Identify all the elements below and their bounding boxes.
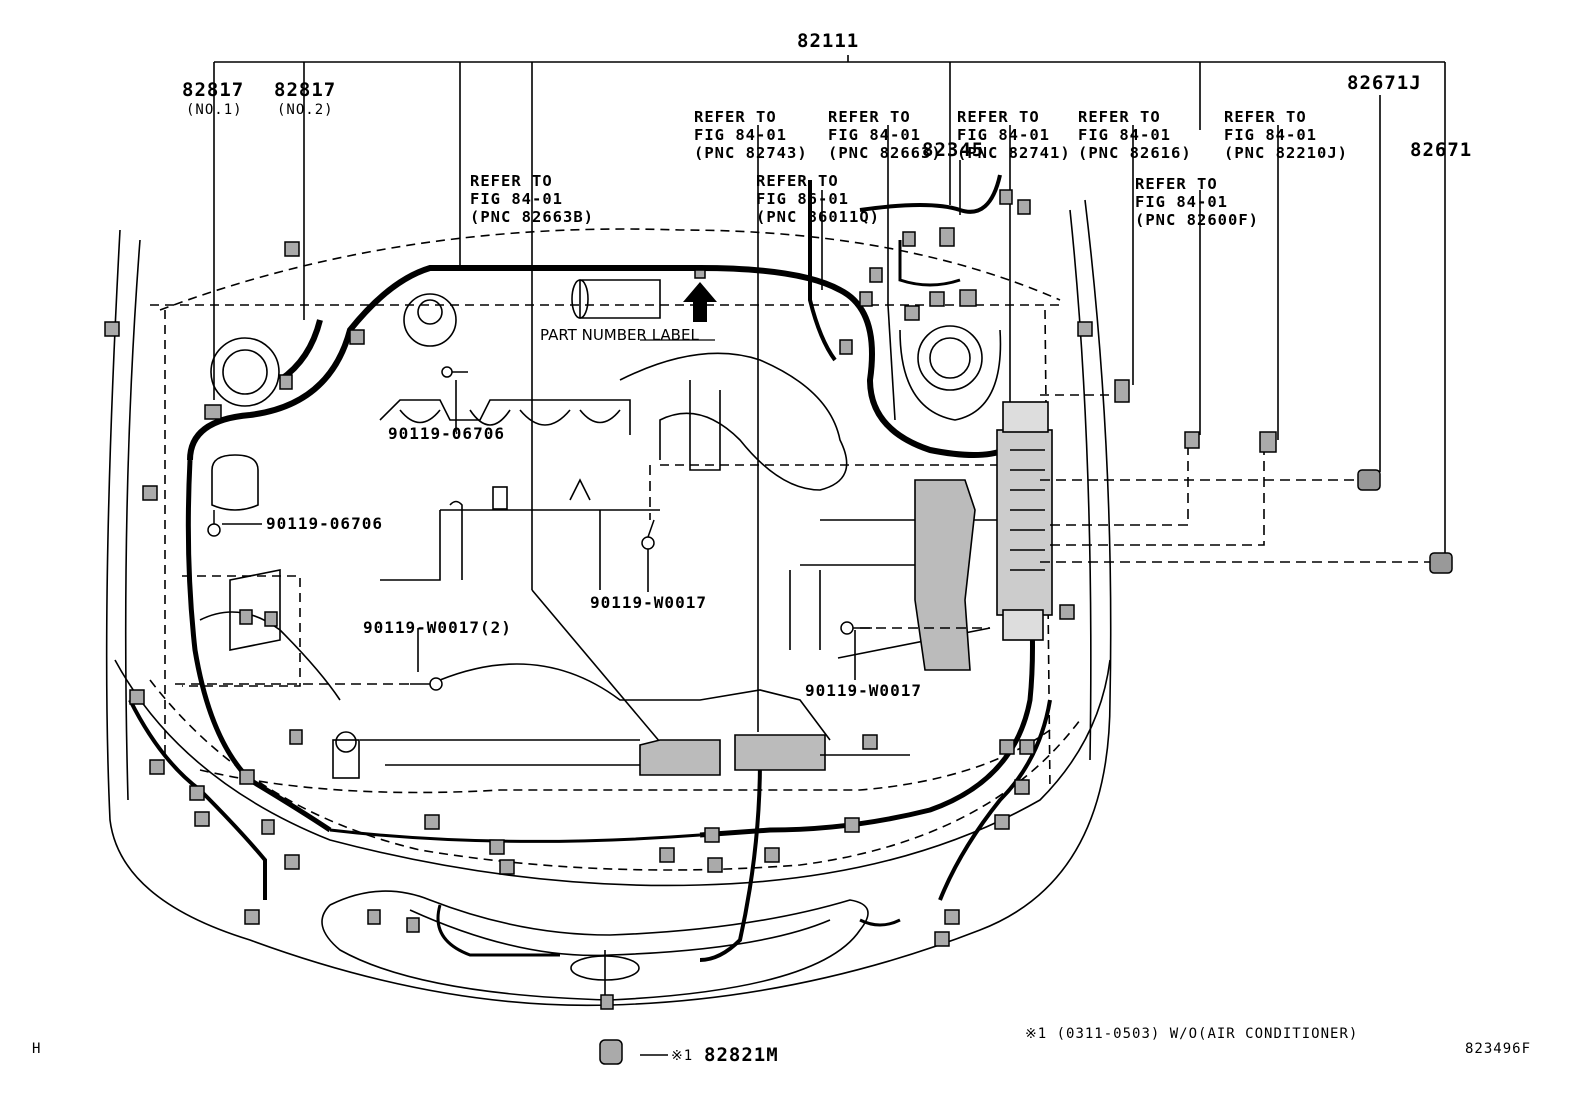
part-82817-no2-sub: (NO.2) [277, 102, 334, 118]
part-82111-label: 82111 [797, 30, 860, 52]
clip-82671 [1429, 552, 1453, 574]
corner-left-mark: H [32, 1041, 42, 1057]
figure-code: 823496F [1465, 1041, 1532, 1057]
footnote-text: ※1 (0311-0503) W/O(AIR CONDITIONER) [1025, 1026, 1359, 1042]
bolt-label-5: 90119-W0017 [805, 681, 922, 700]
bolt-label-1: 90119-06706 [388, 424, 505, 443]
bolt-label-4: 90119-W0017(2) [363, 618, 512, 637]
part-82345-label: 82345 [922, 139, 985, 161]
clip-82671J [1357, 469, 1381, 491]
part-82817-no1-sub: (NO.1) [186, 102, 243, 118]
part-82817-no2-label: 82817 [274, 79, 337, 101]
fuse-block [996, 429, 1053, 616]
battery-cover [914, 479, 976, 671]
footnote-mark: ※1 [671, 1048, 694, 1064]
part-82821M-label: 82821M [704, 1044, 779, 1066]
part-82671J-label: 82671J [1347, 72, 1422, 94]
part-82671-label: 82671 [1410, 139, 1473, 161]
bolt-label-3: 90119-W0017 [590, 593, 707, 612]
part-82817-no1-label: 82817 [182, 79, 245, 101]
harness-main-trunk [187, 265, 1007, 461]
part-number-label-arrow [683, 282, 717, 322]
bolt-label-2: 90119-06706 [266, 514, 383, 533]
part-number-label-text: PART NUMBER LABEL [540, 326, 699, 344]
